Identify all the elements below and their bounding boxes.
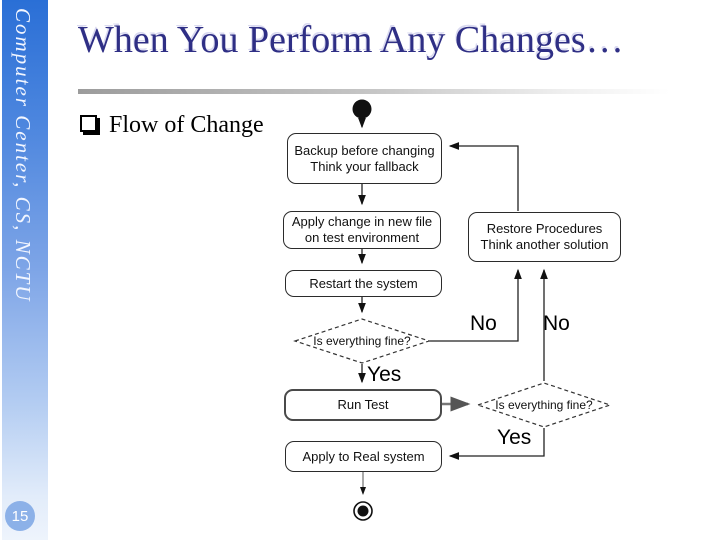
decision2-diamond — [476, 382, 612, 428]
edge-decision2-yes-to-apply-real — [448, 428, 545, 460]
edge-label-decision1-yes: Yes — [367, 363, 402, 386]
sidebar-vertical-text: Computer Center, CS, NCTU — [11, 8, 35, 303]
bullet-item: Flow of Change — [80, 112, 264, 139]
node-text-line: Restore Procedures — [486, 221, 603, 236]
node-text-line: Run Test — [337, 397, 389, 412]
flowchart-node-apply-test: Apply change in new file on test environ… — [283, 211, 441, 249]
page-number-badge: 15 — [5, 501, 35, 531]
edge-label-decision1-no: No — [470, 312, 497, 335]
slide-title: When You Perform Any Changes… — [78, 19, 624, 61]
decision2-label: Is everything fine? — [495, 398, 593, 412]
node-text-line: Think your fallback — [310, 158, 419, 174]
flowchart-node-restart: Restart the system — [285, 270, 442, 297]
bullet-label: Flow of Change — [109, 112, 264, 138]
page-number: 15 — [11, 507, 29, 525]
node-text-line: Apply to Real system — [302, 448, 425, 464]
decision1-diamond — [293, 318, 431, 364]
node-text-line: Restart the system — [309, 275, 418, 291]
node-text-line: Apply change in new file — [291, 214, 433, 229]
flowchart-node-apply-real: Apply to Real system — [285, 441, 442, 472]
edge-restore-to-backup — [448, 142, 519, 211]
flowchart-node-restore: Restore Procedures Think another solutio… — [468, 212, 621, 262]
decision1-label: Is everything fine? — [313, 334, 411, 348]
flowchart-node-backup: Backup before changing Think your fallba… — [287, 133, 442, 184]
flowchart-edges — [358, 117, 548, 495]
edge-decision1-no-to-restore — [429, 268, 522, 342]
edge-label-decision2-no: No — [543, 312, 570, 335]
title-divider — [78, 89, 670, 94]
start-node — [352, 99, 372, 119]
node-text-line: Think another solution — [480, 237, 609, 252]
end-node — [353, 501, 373, 521]
edge-label-decision2-yes: Yes — [497, 426, 532, 449]
sidebar-gradient-bar: Computer Center, CS, NCTU — [2, 0, 48, 540]
node-text-line: on test environment — [304, 230, 420, 245]
checkbox-bullet-icon — [80, 114, 97, 132]
node-text-line: Backup before changing — [294, 142, 435, 158]
flowchart-node-run-test: Run Test — [284, 389, 442, 421]
